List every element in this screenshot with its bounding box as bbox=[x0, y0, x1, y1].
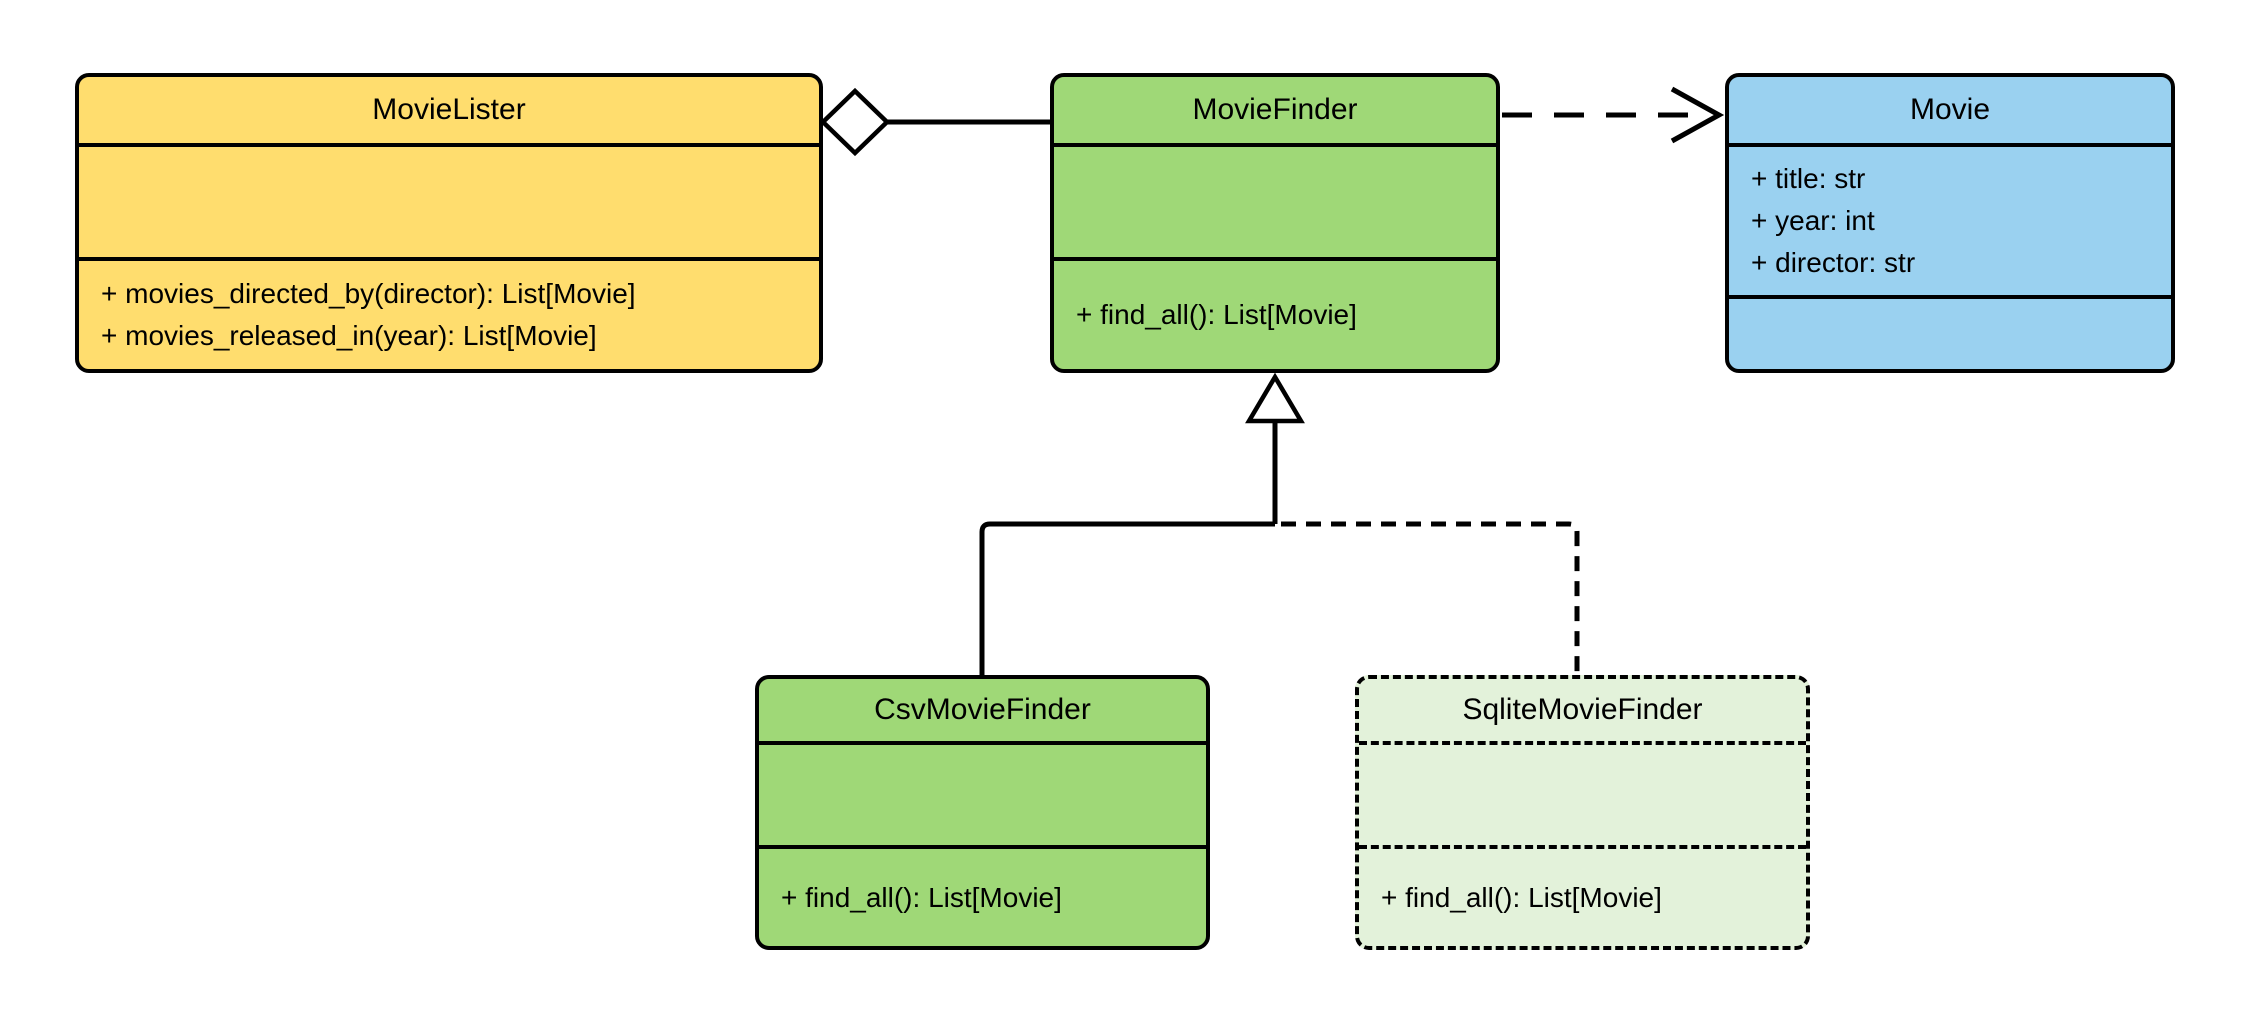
class-sqlitemoviefinder[interactable]: SqliteMovieFinder + find_all(): List[Mov… bbox=[1355, 675, 1810, 950]
methods-compartment: + find_all(): List[Movie] bbox=[759, 849, 1206, 946]
class-moviefinder[interactable]: MovieFinder + find_all(): List[Movie] bbox=[1050, 73, 1500, 373]
method-row: + find_all(): List[Movie] bbox=[781, 881, 1062, 913]
methods-compartment: + find_all(): List[Movie] bbox=[1359, 849, 1806, 946]
attributes-compartment bbox=[1054, 147, 1496, 261]
dependency-arrowhead-icon bbox=[1670, 86, 1725, 144]
methods-compartment bbox=[1729, 299, 2171, 369]
method-row: + find_all(): List[Movie] bbox=[1381, 881, 1662, 913]
class-movie[interactable]: Movie + title: str + year: int + directo… bbox=[1725, 73, 2175, 373]
method-row: + movies_released_in(year): List[Movie] bbox=[101, 320, 597, 351]
attributes-compartment bbox=[79, 147, 819, 261]
class-csvmoviefinder[interactable]: CsvMovieFinder + find_all(): List[Movie] bbox=[755, 675, 1210, 950]
attributes-compartment: + title: str + year: int + director: str bbox=[1729, 147, 2171, 299]
attributes-compartment bbox=[1359, 745, 1806, 849]
class-title: MovieFinder bbox=[1054, 77, 1496, 147]
aggregation-diamond-icon bbox=[819, 87, 891, 157]
class-title: MovieLister bbox=[79, 77, 819, 147]
attribute-row: + director: str bbox=[1751, 247, 1916, 278]
class-movielister[interactable]: MovieLister + movies_directed_by(directo… bbox=[75, 73, 823, 373]
methods-compartment: + movies_directed_by(director): List[Mov… bbox=[79, 261, 819, 369]
generalization-connector[interactable] bbox=[979, 372, 1580, 675]
generalization-branch-solid[interactable] bbox=[979, 521, 1275, 675]
attribute-row: + year: int bbox=[1751, 205, 1875, 236]
attributes-compartment bbox=[759, 745, 1206, 849]
class-title: SqliteMovieFinder bbox=[1359, 679, 1806, 745]
generalization-triangle-icon bbox=[1245, 372, 1305, 424]
attribute-row: + title: str bbox=[1751, 163, 1866, 194]
class-title: CsvMovieFinder bbox=[759, 679, 1206, 745]
class-title: Movie bbox=[1729, 77, 2171, 147]
methods-compartment: + find_all(): List[Movie] bbox=[1054, 261, 1496, 369]
method-row: + movies_directed_by(director): List[Mov… bbox=[101, 278, 636, 309]
dependency-connector[interactable] bbox=[1502, 86, 1725, 144]
aggregation-connector[interactable] bbox=[819, 87, 1052, 157]
method-row: + find_all(): List[Movie] bbox=[1076, 299, 1357, 330]
generalization-branch-dashed[interactable] bbox=[1281, 521, 1580, 675]
